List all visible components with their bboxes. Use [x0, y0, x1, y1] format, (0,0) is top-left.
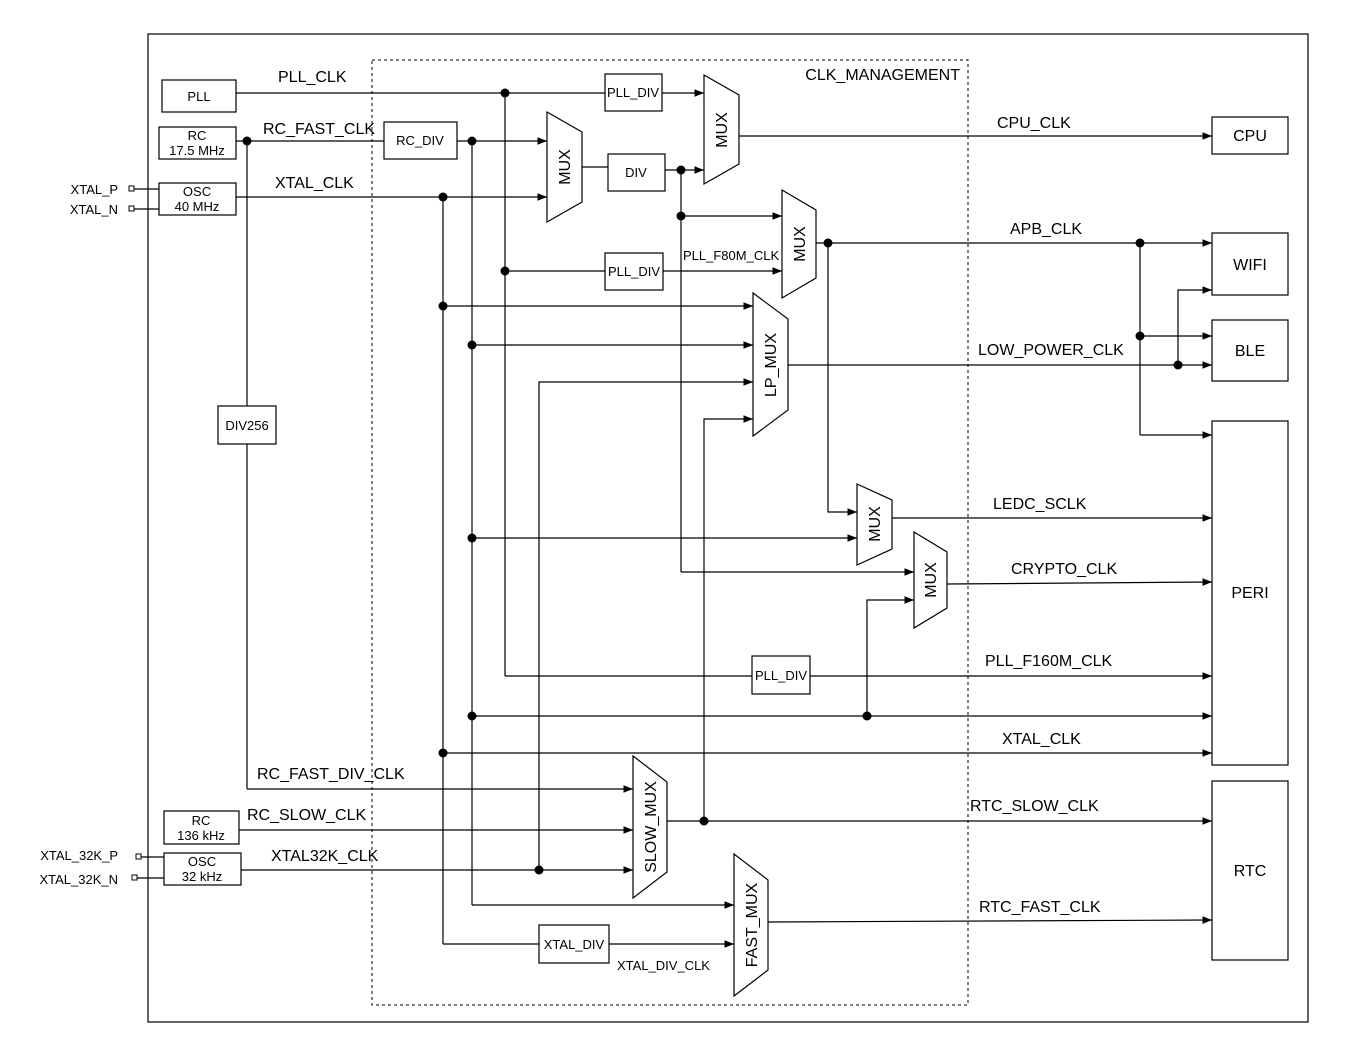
mux-crypto-label: MUX — [923, 562, 940, 598]
chip-boundary — [147, 33, 1309, 1023]
apb-clk-label: APB_CLK — [1010, 221, 1082, 238]
wifi-label: WIFI — [1233, 257, 1267, 274]
cpu-label: CPU — [1233, 128, 1267, 145]
rc-fast-freq: 17.5 MHz — [169, 143, 225, 158]
xtal32k-n-label: XTAL_32K_N — [39, 872, 118, 887]
xtal32k-p-pin — [135, 853, 142, 860]
wires — [134, 89, 1213, 948]
rc-fast-name: RC — [188, 128, 207, 143]
lp-mux-label: LP_MUX — [763, 333, 780, 397]
pll-div-block-2 — [604, 252, 664, 291]
rc-slow-freq: 136 kHz — [177, 828, 225, 843]
mux-1 — [546, 110, 583, 224]
ble-label: BLE — [1235, 343, 1265, 360]
rc-div-label: RC_DIV — [396, 133, 444, 148]
xtal32k-clk-label: XTAL32K_CLK — [271, 848, 379, 865]
fast-mux-label: FAST_MUX — [744, 882, 761, 967]
fast-mux — [733, 852, 769, 998]
peri-block — [1211, 420, 1289, 766]
mux-apb-label: MUX — [792, 226, 809, 262]
pll-div-block-1 — [604, 73, 663, 112]
pll-clk-label: PLL_CLK — [278, 69, 347, 86]
pll-div-label-2: PLL_DIV — [608, 264, 660, 279]
ledc-sclk-label: LEDC_SCLK — [993, 496, 1087, 513]
pll-div-label-3: PLL_DIV — [755, 668, 807, 683]
pll-f160m-clk-label: PLL_F160M_CLK — [985, 653, 1113, 670]
mux-ledc — [856, 483, 893, 566]
osc-main-block — [158, 182, 237, 216]
rc-fast-div-clk-label: RC_FAST_DIV_CLK — [257, 766, 405, 783]
div256-label: DIV256 — [225, 418, 268, 433]
clk-management-region — [371, 59, 969, 1006]
xtal-p-label: XTAL_P — [71, 182, 118, 197]
mux-crypto — [913, 530, 948, 630]
slow-mux — [632, 754, 668, 900]
low-power-clk-label: LOW_POWER_CLK — [978, 342, 1124, 359]
rtc-slow-clk-label: RTC_SLOW_CLK — [970, 798, 1099, 815]
pll-div-label-1: PLL_DIV — [607, 85, 659, 100]
rc-fast-clk-label: RC_FAST_CLK — [263, 121, 375, 138]
xtal32k-n-pin — [131, 874, 138, 881]
pll-f80m-clk-label: PLL_F80M_CLK — [683, 248, 779, 263]
xtal-div-clk-label: XTAL_DIV_CLK — [617, 958, 710, 973]
xtal-div-block — [538, 924, 610, 964]
xtal-clk-out-label: XTAL_CLK — [1002, 731, 1081, 748]
osc-32k-name: OSC — [188, 854, 216, 869]
osc-32k-block — [163, 852, 242, 886]
rtc-block — [1211, 780, 1289, 961]
mux-ledc-label: MUX — [867, 506, 884, 542]
ble-block — [1211, 319, 1289, 382]
pll-label: PLL — [187, 89, 210, 104]
cpu-clk-label: CPU_CLK — [997, 115, 1071, 132]
slow-mux-label: SLOW_MUX — [643, 781, 660, 873]
xtal-n-pin — [128, 205, 135, 212]
rc-div-block — [383, 121, 458, 160]
rtc-fast-clk-label: RTC_FAST_CLK — [979, 899, 1101, 916]
cpu-block — [1211, 116, 1289, 155]
junction-dots — [242, 88, 1183, 875]
div256-block — [217, 405, 277, 445]
xtal-p-pin — [128, 185, 135, 192]
pll-div-block-3 — [751, 655, 811, 695]
xtal-div-label: XTAL_DIV — [544, 937, 605, 952]
clk-management-label: CLK_MANAGEMENT — [805, 67, 960, 84]
rc-slow-name: RC — [192, 813, 211, 828]
rtc-label: RTC — [1234, 863, 1267, 880]
osc-main-freq: 40 MHz — [175, 199, 220, 214]
xtal32k-p-label: XTAL_32K_P — [40, 848, 118, 863]
osc-32k-freq: 32 kHz — [182, 869, 222, 884]
crypto-clk-label: CRYPTO_CLK — [1011, 561, 1117, 578]
mux-1-label: MUX — [557, 149, 574, 185]
xtal-clk-label: XTAL_CLK — [275, 175, 354, 192]
wifi-block — [1211, 232, 1289, 296]
div-label: DIV — [625, 165, 647, 180]
xtal-n-label: XTAL_N — [70, 202, 118, 217]
mux-cpu — [703, 73, 740, 186]
div-block — [607, 153, 666, 192]
mux-apb — [781, 188, 817, 300]
peri-label: PERI — [1231, 585, 1268, 602]
osc-main-name: OSC — [183, 184, 211, 199]
mux-cpu-label: MUX — [714, 112, 731, 148]
lp-mux — [752, 291, 789, 438]
rc-slow-clk-label: RC_SLOW_CLK — [247, 807, 366, 824]
rc-slow-block — [163, 810, 240, 845]
rc-fast-block — [158, 126, 237, 160]
pll-block — [161, 79, 237, 113]
